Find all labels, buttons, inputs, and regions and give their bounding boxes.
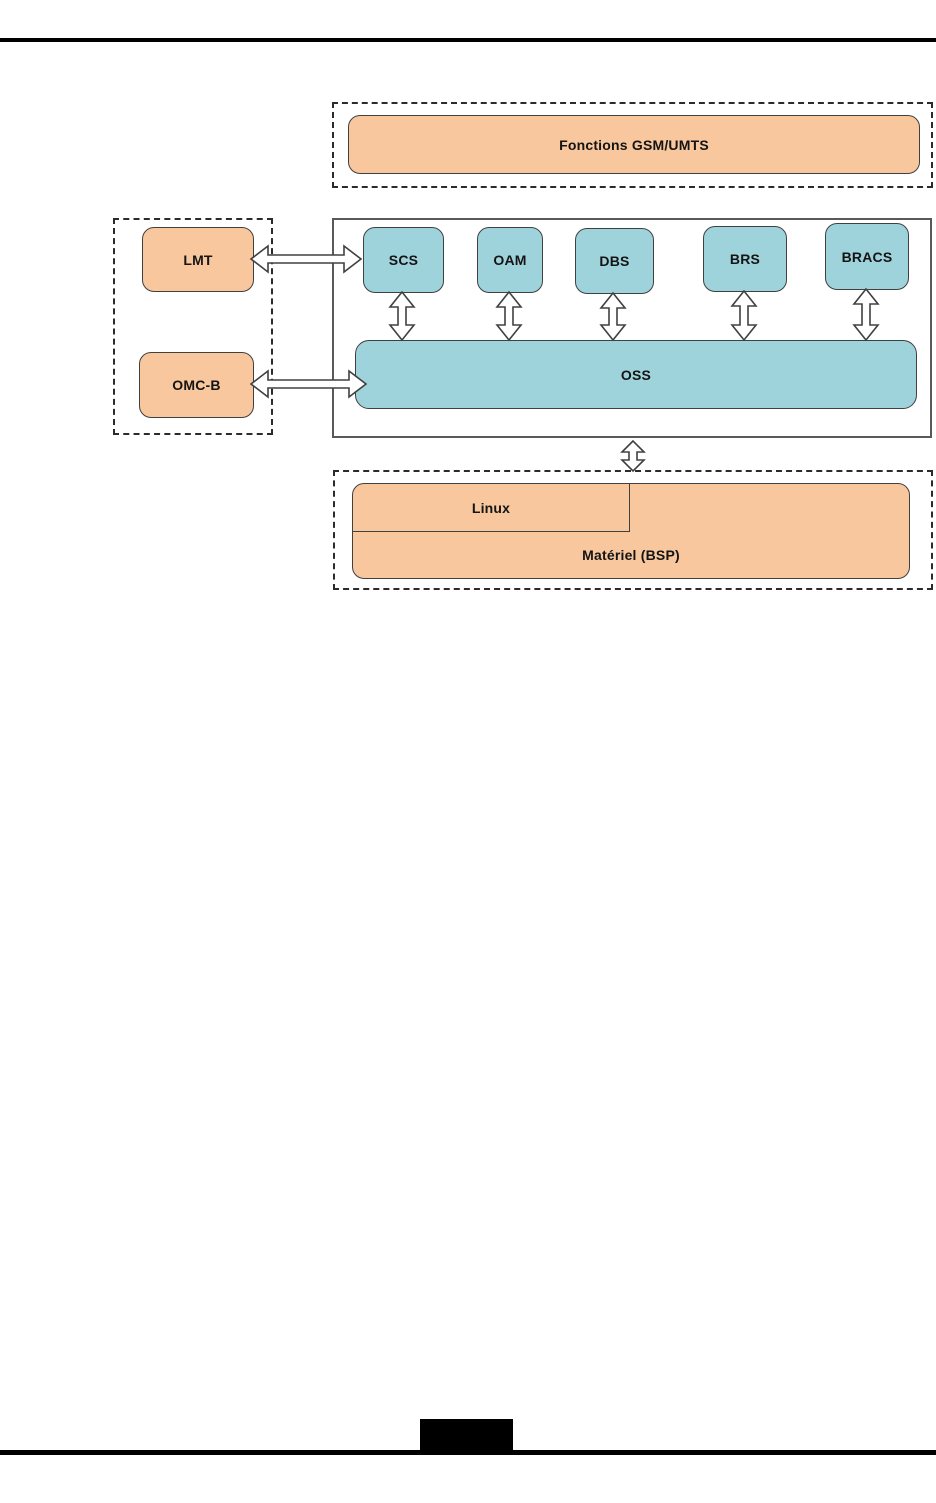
module-dbs-label: DBS <box>599 253 630 269</box>
module-scs-box: SCS <box>363 227 444 293</box>
module-dbs-box: DBS <box>575 228 654 294</box>
oss-label: OSS <box>620 366 652 383</box>
module-bracs-label: BRACS <box>841 248 893 265</box>
module-scs-label: SCS <box>388 252 419 268</box>
module-oam-label: OAM <box>493 252 527 268</box>
gsm-umts-dashed-container <box>332 102 933 188</box>
linux-label: Linux <box>471 499 511 516</box>
footer-rule <box>0 1450 936 1455</box>
omcb-box: OMC-B <box>139 352 254 418</box>
linux-box: Linux <box>353 484 630 532</box>
lmt-label: LMT <box>183 251 213 268</box>
module-oam-box: OAM <box>477 227 543 293</box>
materiel-bsp-label: Matériel (BSP) <box>582 546 680 563</box>
module-brs-box: BRS <box>703 226 787 292</box>
omcb-label: OMC-B <box>172 377 221 393</box>
module-brs-label: BRS <box>729 251 761 267</box>
arrow-main-platform <box>620 439 646 473</box>
gsm-umts-functions-box: Fonctions GSM/UMTS <box>348 115 920 174</box>
header-rule <box>0 38 936 42</box>
external-tools-dashed-container <box>113 218 273 435</box>
module-bracs-box: BRACS <box>825 223 909 290</box>
footer-page-number-block <box>420 1419 513 1452</box>
gsm-umts-functions-label: Fonctions GSM/UMTS <box>559 136 709 153</box>
oss-box: OSS <box>355 340 917 409</box>
lmt-box: LMT <box>142 227 254 292</box>
materiel-bsp-box: Linux Matériel (BSP) <box>352 483 910 579</box>
